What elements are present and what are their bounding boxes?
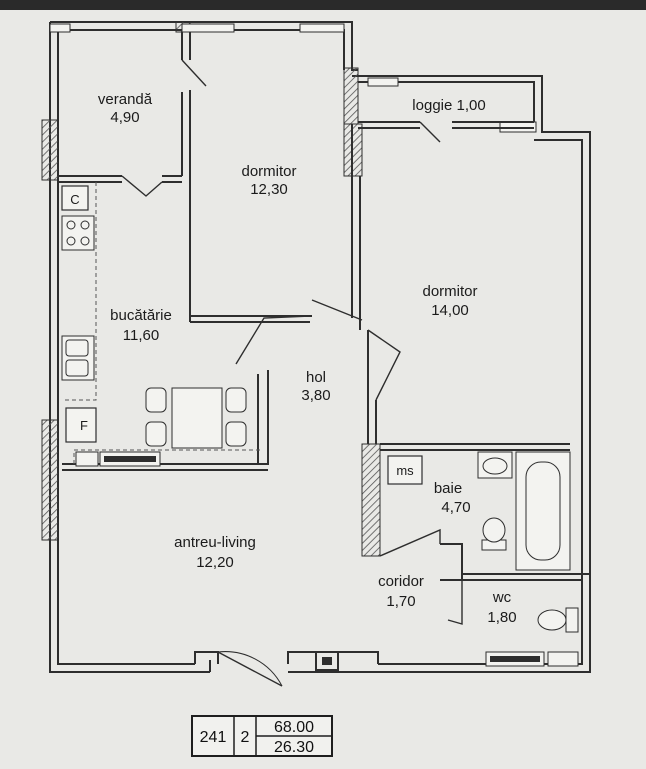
kitchen-counter-outline [62, 182, 97, 401]
stove-icon [61, 215, 95, 251]
room-bedroom1-name: dormitor [241, 163, 296, 180]
bathtub-icon [515, 451, 571, 571]
room-bathroom-name: baie [434, 480, 462, 497]
legend-apartment-number: 241 [200, 729, 227, 746]
cabinet-c-box [61, 185, 89, 211]
room-veranda-name: verandă [98, 91, 153, 108]
room-wc-name: wc [492, 589, 512, 606]
dining-table-icon [145, 387, 247, 449]
room-wc-area: 1,80 [487, 609, 516, 626]
room-bedroom2-area: 14,00 [431, 302, 469, 319]
room-bedroom1-area: 12,30 [250, 181, 288, 198]
apartment-legend-table: 241 2 68.00 26.30 [191, 715, 333, 757]
sink-icon [61, 335, 95, 381]
doors [121, 59, 463, 625]
room-kitchen-area: 11,60 [123, 327, 159, 344]
room-kitchen-name: bucătărie [110, 307, 172, 324]
kitchen-counter-outline-bottom [73, 449, 262, 464]
cabinet-c-label: C [70, 192, 79, 207]
hatched-walls [41, 21, 381, 557]
room-corridor-area: 1,70 [386, 593, 415, 610]
room-bedroom2-name: dormitor [422, 283, 477, 300]
shaft-core [322, 657, 332, 665]
toilet-bath-icon [481, 517, 507, 551]
room-living-name: antreu-living [174, 534, 256, 551]
photo-top-band [0, 0, 646, 10]
radiator-kitchen [75, 451, 161, 467]
room-loggie-label: loggie 1,00 [412, 97, 485, 114]
room-hall-area: 3,80 [301, 387, 330, 404]
entrance-walls [194, 651, 379, 687]
room-labels: verandă 4,90 dormitor 12,30 loggie 1,00 … [98, 91, 517, 626]
radiator-wc [485, 651, 579, 667]
outer-walls [49, 21, 591, 673]
legend-living-area: 26.30 [274, 739, 314, 756]
fridge-box [65, 407, 97, 443]
washbasin-icon [477, 451, 513, 479]
shaft-box [315, 651, 339, 671]
legend-room-count: 2 [241, 729, 250, 746]
washing-machine-box [387, 455, 423, 485]
room-living-area: 12,20 [196, 554, 234, 571]
legend-total-area: 68.00 [274, 719, 314, 736]
washing-machine-label: ms [396, 463, 414, 478]
fridge-label: F [80, 418, 88, 433]
toilet-wc-icon [537, 607, 579, 633]
interior-walls [58, 32, 590, 581]
room-hall-name: hol [306, 369, 326, 386]
room-bathroom-area: 4,70 [441, 499, 470, 516]
room-corridor-name: coridor [378, 573, 424, 590]
room-veranda-area: 4,90 [110, 109, 139, 126]
